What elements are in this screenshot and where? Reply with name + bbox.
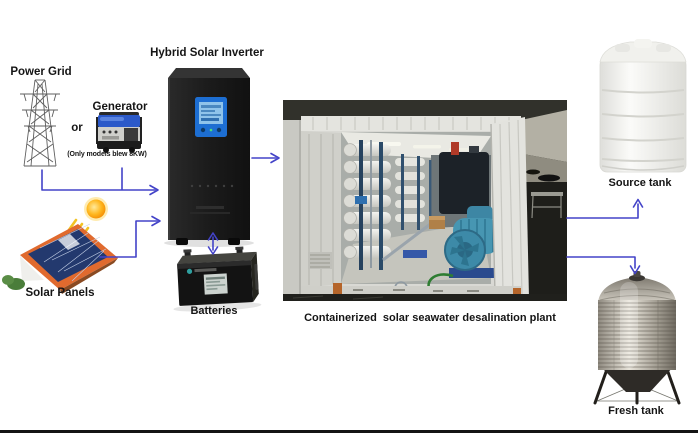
- arrow-inverter-to-plant: [251, 152, 280, 164]
- generator-label: Generator: [92, 101, 148, 113]
- solar-panels-label: Solar Panels: [25, 287, 95, 299]
- generator-note: (Only models blew 8KW): [67, 151, 147, 158]
- arrow-plant-to-source-tank: [566, 198, 644, 219]
- solar-panels-icon: [2, 223, 118, 294]
- fresh-tank-label: Fresh tank: [608, 405, 664, 417]
- or-label: or: [71, 122, 83, 134]
- inverter-label: Hybrid Solar Inverter: [150, 47, 264, 59]
- transmission-tower-icon: [20, 79, 60, 167]
- arrow-grid-generator-to-inverter: [41, 167, 159, 196]
- batteries-label: Batteries: [190, 305, 238, 317]
- power-grid-label: Power Grid: [10, 66, 72, 78]
- arrow-plant-to-fresh-tank: [566, 256, 641, 275]
- flow-arrows: [41, 152, 644, 275]
- pump: [444, 206, 501, 278]
- desalination-plant-photo: [283, 100, 567, 301]
- battery-icon: [173, 246, 262, 312]
- source-tank-label: Source tank: [608, 177, 672, 189]
- inverter-icon: [164, 68, 254, 247]
- fresh-tank-icon: [593, 271, 681, 405]
- plant-caption: Containerized solar seawater desalinatio…: [304, 312, 556, 324]
- bottom-border-line: [0, 430, 698, 433]
- generator-icon: [96, 112, 142, 153]
- arrow-solar-to-inverter: [99, 215, 161, 258]
- source-tank-icon: [599, 39, 687, 173]
- membrane-vessels: [343, 143, 391, 259]
- arrow-inverter-battery-bidirectional: [207, 232, 219, 255]
